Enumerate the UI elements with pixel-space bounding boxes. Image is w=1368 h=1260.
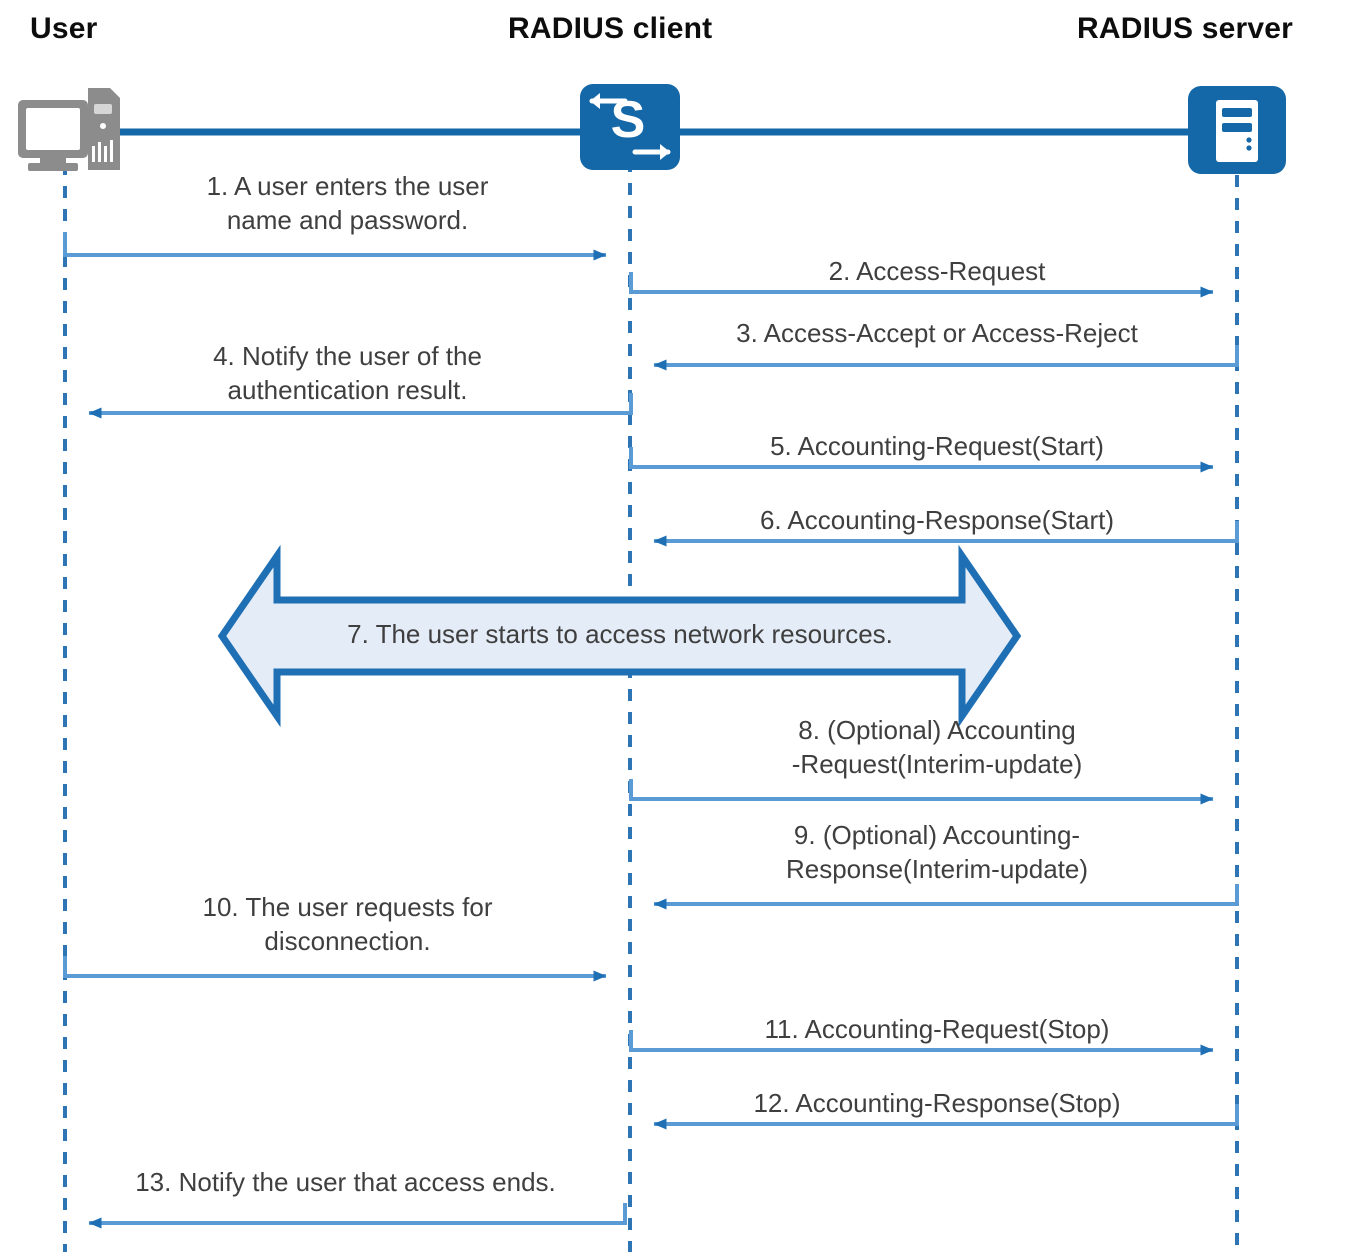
message-arrow-12 bbox=[653, 1104, 1239, 1130]
message-label-10: 10. The user requests for disconnection. bbox=[202, 892, 493, 956]
lifelines bbox=[63, 140, 1239, 1252]
message-label-11: 11. Accounting-Request(Stop) bbox=[764, 1014, 1110, 1044]
message-arrow-10 bbox=[63, 956, 607, 982]
message-arrow-5 bbox=[629, 447, 1214, 473]
message-arrow-1 bbox=[63, 232, 607, 261]
message-banner-7 bbox=[217, 544, 1022, 728]
message-label-7: 7. The user starts to access network res… bbox=[347, 619, 893, 649]
message-label-8: 8. (Optional) Accounting -Request(Interi… bbox=[791, 715, 1083, 779]
message-arrow-13 bbox=[88, 1203, 627, 1229]
message-label-2: 2. Access-Request bbox=[828, 256, 1046, 286]
actor-header-radius-server: RADIUS server bbox=[1077, 12, 1294, 45]
message-label-4: 4. Notify the user of the authentication… bbox=[213, 341, 482, 405]
message-arrow-4 bbox=[88, 393, 633, 419]
actor-header-user: User bbox=[30, 12, 98, 45]
desktop-computer-icon bbox=[18, 88, 120, 171]
message-label-3: 3. Access-Accept or Access-Reject bbox=[736, 318, 1138, 348]
message-label-12: 12. Accounting-Response(Stop) bbox=[753, 1088, 1121, 1118]
message-label-6: 6. Accounting-Response(Start) bbox=[759, 505, 1115, 535]
message-arrow-6 bbox=[653, 521, 1239, 547]
switch-icon: S bbox=[580, 84, 680, 170]
message-label-9: 9. (Optional) Accounting- Response(Inter… bbox=[785, 820, 1089, 884]
message-label-13: 13. Notify the user that access ends. bbox=[135, 1167, 556, 1197]
message-arrow-8 bbox=[629, 779, 1214, 805]
message-arrow-9 bbox=[653, 884, 1239, 910]
message-arrow-3 bbox=[653, 345, 1239, 371]
message-arrow-11 bbox=[629, 1030, 1214, 1056]
message-label-1: 1. A user enters the user name and passw… bbox=[206, 171, 489, 235]
switch-letter: S bbox=[611, 91, 646, 149]
message-arrow-2 bbox=[629, 272, 1214, 298]
actor-header-radius-client: RADIUS client bbox=[508, 12, 713, 45]
message-label-5: 5. Accounting-Request(Start) bbox=[770, 431, 1104, 461]
server-icon bbox=[1188, 86, 1286, 174]
